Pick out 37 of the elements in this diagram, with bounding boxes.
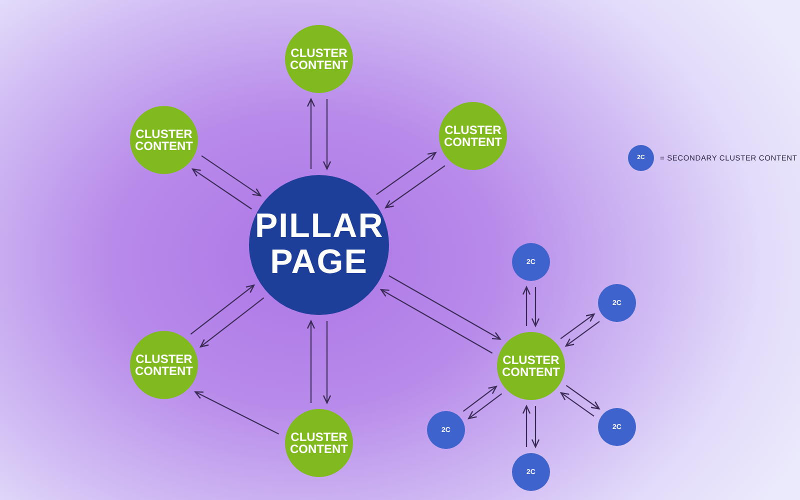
arrow (531, 287, 540, 327)
arrow (468, 393, 502, 420)
node-label: CLUSTER CONTENT (135, 353, 193, 377)
arrow (560, 314, 595, 340)
legend-circle (628, 145, 654, 171)
arrow (306, 98, 316, 169)
arrow (522, 286, 531, 326)
arrow (200, 297, 264, 348)
secondary-content-circle (598, 408, 636, 446)
arrow (380, 289, 493, 354)
arrow (322, 99, 332, 170)
secondary-content-circle (427, 411, 465, 449)
arrow (560, 392, 594, 417)
cluster-content-circle (497, 332, 565, 400)
arrow (385, 165, 446, 208)
arrow (190, 284, 255, 335)
arrow (376, 152, 436, 196)
arrow (566, 385, 600, 410)
arrow (306, 320, 316, 403)
node-label: CLUSTER CONTENT (502, 354, 560, 378)
arrow (192, 168, 252, 210)
secondary-content-circle (512, 453, 550, 491)
arrow (201, 155, 262, 196)
node-label: CLUSTER CONTENT (290, 431, 348, 455)
arrow (565, 320, 600, 347)
node-label: CLUSTER CONTENT (444, 124, 502, 148)
arrow (522, 405, 531, 447)
secondary-content-circle (598, 284, 636, 322)
arrow (531, 406, 540, 448)
secondary-content-circle (512, 243, 550, 281)
arrow (194, 391, 280, 434)
arrow (388, 275, 501, 340)
node-label: CLUSTER CONTENT (135, 128, 193, 152)
node-label: CLUSTER CONTENT (290, 47, 348, 71)
arrow (462, 386, 497, 412)
arrow (322, 321, 332, 404)
node-label: PILLAR PAGE (255, 209, 383, 281)
